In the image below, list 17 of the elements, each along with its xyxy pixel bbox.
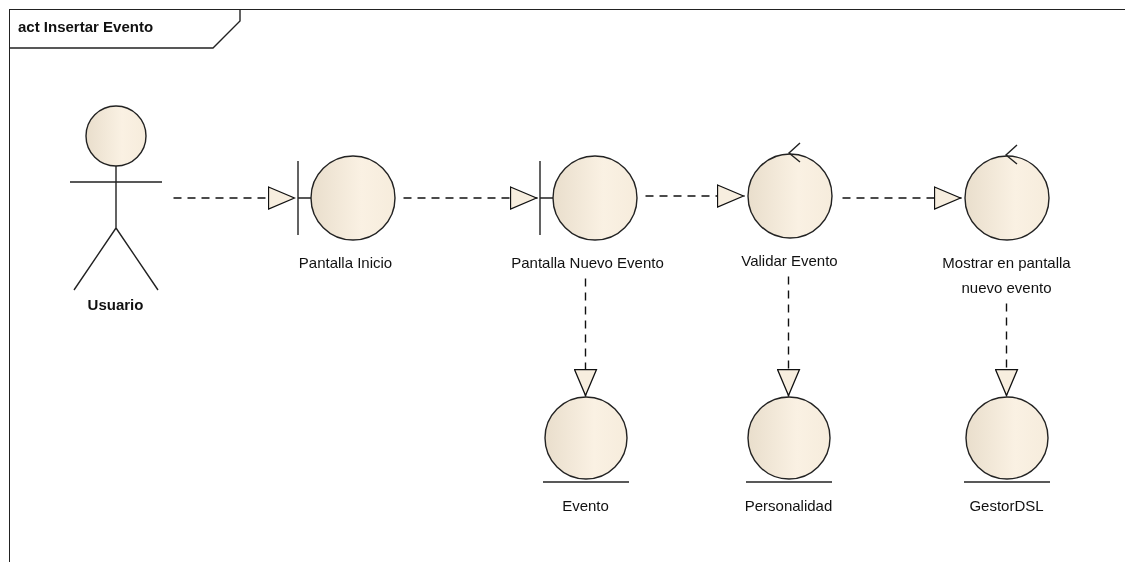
actor-name: Usuario bbox=[87, 294, 144, 315]
element-label: Pantalla Nuevo Evento bbox=[511, 252, 664, 273]
dependency-arrow bbox=[776, 275, 801, 398]
diagram-frame bbox=[9, 9, 1125, 562]
element-label: Personalidad bbox=[744, 495, 833, 516]
element-label: Mostrar en pantalla nuevo evento bbox=[941, 252, 1072, 298]
dependency-arrow bbox=[644, 184, 746, 208]
dependency-arrow bbox=[994, 302, 1019, 398]
dependency-arrow bbox=[573, 277, 598, 398]
element-label: GestorDSL bbox=[969, 495, 1044, 516]
element-label: Pantalla Inicio bbox=[298, 252, 393, 273]
element-label: Validar Evento bbox=[741, 250, 838, 271]
element-label: Evento bbox=[562, 495, 609, 516]
dependency-arrow bbox=[841, 186, 963, 210]
frame-title: act Insertar Evento bbox=[18, 18, 154, 35]
dependency-arrow bbox=[172, 186, 297, 210]
dependency-arrow bbox=[402, 186, 539, 210]
